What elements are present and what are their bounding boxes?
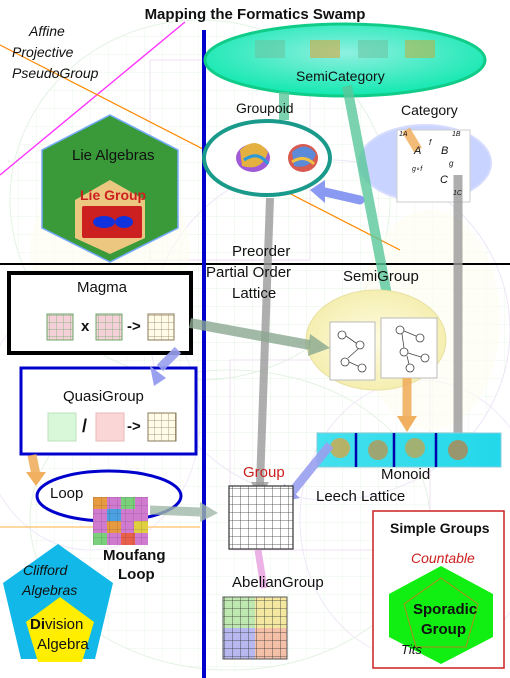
group-label: Group: [243, 464, 285, 481]
category-to-groupoid-arrow: [320, 187, 365, 205]
semicategory-ellipse: [203, 22, 487, 98]
identity-1b: 1B: [452, 131, 461, 138]
magma-arrow-symbol: ->: [127, 318, 141, 335]
semigroup-label: SemiGroup: [343, 268, 419, 285]
monoid-to-group-arrow: [288, 442, 334, 495]
sporadic-label: Sporadic: [413, 601, 478, 618]
quasigroup-to-loop-arrow: [27, 454, 41, 476]
morphism-f: f: [429, 138, 432, 147]
tits-label: Tits: [401, 642, 422, 657]
label-affine: Affine: [29, 23, 65, 39]
loop-label: Loop: [50, 485, 84, 502]
moufang-loop-label: Loop: [118, 566, 155, 583]
lattice-label: Lattice: [232, 285, 277, 302]
magenta-diagonal-line: [0, 21, 186, 176]
moufang-loop-grid: [93, 497, 148, 545]
category-label: Category: [401, 102, 458, 118]
morphism-gf: g∘f: [412, 166, 423, 173]
label-pseudogroup: PseudoGroup: [12, 65, 99, 81]
sporadic-hexagon: [389, 566, 493, 664]
page-title: Mapping the Formatics Swamp: [144, 6, 366, 23]
loop-to-group-arrow: [149, 505, 201, 517]
division-algebra-label: Algebra: [37, 636, 89, 653]
abelian-group-grid: [222, 596, 288, 660]
group-to-abelian-arrow: [254, 549, 268, 589]
magma-times-symbol: x: [81, 318, 90, 335]
magma-to-quasigroup-arrow: [156, 346, 182, 372]
magma-label: Magma: [77, 279, 128, 296]
object-b: B: [441, 145, 449, 157]
division-pentagon: [26, 597, 94, 662]
semicategory-to-category-arrow: [402, 127, 422, 153]
orange-diagonal-line: [0, 44, 401, 251]
label-projective: Projective: [12, 44, 74, 60]
identity-1c: 1C: [453, 190, 462, 197]
quasigroup-label: QuasiGroup: [63, 388, 144, 405]
magma-to-semigroup-arrow: [189, 318, 311, 350]
groupoid-knot-left-icon: [236, 142, 270, 172]
leech-lattice-label: Leech Lattice: [316, 488, 406, 505]
preorder-label: Preorder: [232, 243, 291, 260]
moufang-label: Moufang: [103, 547, 166, 564]
lie-group-label: Lie Group: [80, 187, 147, 203]
sporadic-group-label: Group: [421, 621, 466, 638]
partial-order-label: Partial Order: [206, 264, 292, 281]
quasigroup-divide-symbol: /: [82, 416, 88, 436]
identity-1a: 1A: [399, 131, 408, 138]
division-prefix: Di: [30, 616, 45, 633]
object-c: C: [440, 174, 448, 186]
clifford-algebras-label: Algebras: [22, 582, 78, 598]
simple-groups-label: Simple Groups: [390, 520, 490, 536]
clifford-label: Clifford: [23, 562, 68, 578]
groupoid-label: Groupoid: [236, 100, 294, 116]
object-a: A: [414, 145, 422, 157]
morphism-g: g: [449, 159, 454, 168]
groupoid-knot-right-icon: [288, 144, 318, 172]
quasigroup-arrow-symbol: ->: [127, 418, 141, 435]
semicategory-to-semigroup-arrow: [342, 85, 393, 301]
semigroup-graph-icons: [337, 325, 430, 373]
semicategory-label: SemiCategory: [296, 68, 385, 84]
abelian-group-label: AbelianGroup: [232, 574, 324, 591]
lie-algebras-label: Lie Algebras: [72, 147, 155, 164]
monoid-label: Monoid: [381, 466, 431, 483]
division-rest: vision: [45, 616, 84, 633]
semicategory-blurs: [255, 40, 435, 58]
countable-label: Countable: [411, 550, 475, 566]
division-label: Division: [30, 616, 84, 634]
